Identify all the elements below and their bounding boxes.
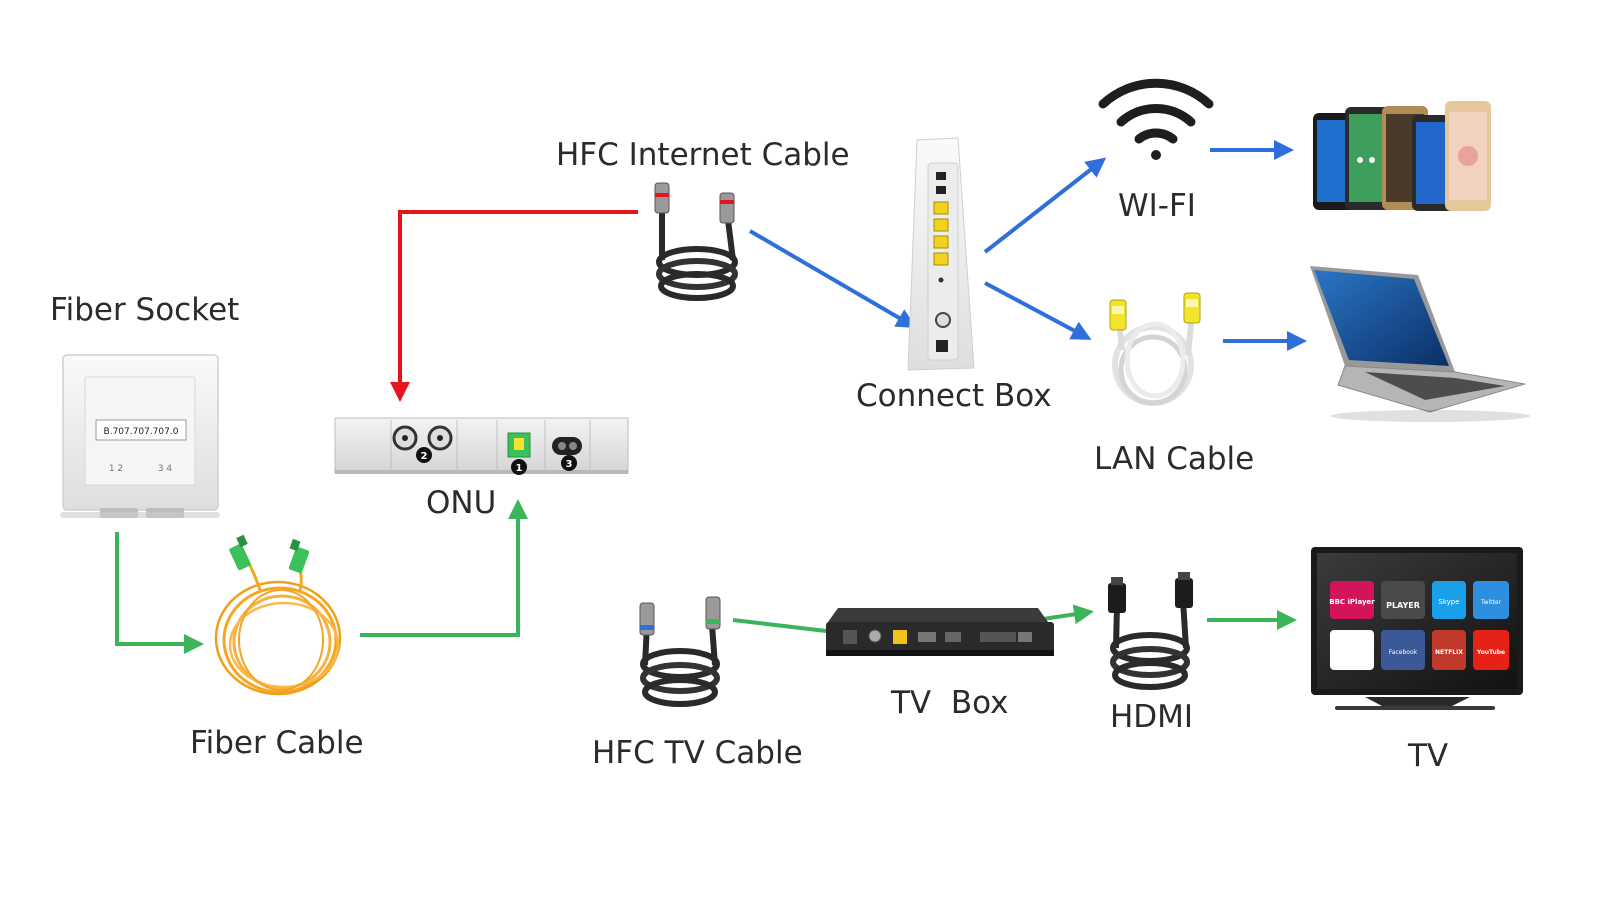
tv-app-facebook bbox=[1381, 630, 1425, 670]
onu-port-3-label: 3 bbox=[566, 459, 573, 470]
socket-ports-right: 3 4 bbox=[158, 464, 173, 474]
tv-app-player bbox=[1381, 581, 1425, 619]
hfc-to-onu-arrow bbox=[390, 210, 638, 402]
connect-box-to-lan-arrow bbox=[984, 281, 1092, 340]
tv-app-youtube-label: YouTube bbox=[1476, 649, 1505, 656]
tv-app-bbc-ch4 bbox=[1330, 630, 1374, 670]
tv-box-label: TV Box bbox=[891, 685, 1009, 721]
fiber-cable-to-onu-arrow bbox=[360, 499, 528, 637]
connect-box-device bbox=[907, 137, 975, 371]
fiber-cable-label: Fiber Cable bbox=[190, 725, 364, 761]
tv-app-twitter bbox=[1473, 581, 1509, 619]
hfc-to-connect-box-arrow bbox=[748, 229, 917, 329]
onu-label: ONU bbox=[426, 485, 497, 521]
fiber-socket-label: Fiber Socket bbox=[50, 292, 240, 328]
tv-app-netflix-label: NETFLIX bbox=[1435, 649, 1463, 656]
onu-device: 2 1 3 bbox=[334, 417, 629, 475]
smartphones-image bbox=[1313, 101, 1491, 211]
fiber-cable-device bbox=[214, 534, 342, 696]
tv-device: BBC iPlayer PLAYER Skype Twitter Faceboo… bbox=[1311, 547, 1523, 710]
onu-port-1-label: 1 bbox=[516, 463, 523, 474]
connect-box-label: Connect Box bbox=[856, 378, 1052, 414]
onu-port-2-label: 2 bbox=[421, 451, 428, 462]
hdmi-label: HDMI bbox=[1110, 699, 1194, 735]
socket-to-fiber-cable-arrow bbox=[115, 532, 204, 654]
tv-app-youtube bbox=[1473, 630, 1509, 670]
tv-label: TV bbox=[1408, 738, 1449, 774]
laptop-image bbox=[1310, 266, 1530, 422]
tv-app-skype-label: Skype bbox=[1438, 598, 1459, 606]
lan-cable-device bbox=[1109, 292, 1201, 406]
connect-box-to-wifi-arrow bbox=[983, 157, 1107, 254]
tv-box-device bbox=[826, 608, 1054, 656]
tv-app-bbc-iplayer bbox=[1330, 581, 1374, 619]
hfc-tv-cable-label: HFC TV Cable bbox=[592, 735, 803, 771]
tv-app-netflix bbox=[1432, 630, 1466, 670]
wifi-label: WI-FI bbox=[1118, 188, 1196, 224]
hfc-internet-cable-device bbox=[654, 182, 738, 301]
tv-app-twitter-label: Twitter bbox=[1480, 599, 1502, 606]
socket-ports-left: 1 2 bbox=[109, 464, 123, 474]
lan-cable-label: LAN Cable bbox=[1094, 441, 1255, 477]
hdmi-cable-device bbox=[1108, 572, 1193, 690]
hfc-tv-cable-device bbox=[639, 596, 721, 707]
tv-app-player-label: PLAYER bbox=[1386, 601, 1420, 610]
tv-app-facebook-label: Facebook bbox=[1389, 649, 1418, 656]
tv-app-bbc-label: BBC iPlayer bbox=[1329, 598, 1375, 606]
hfc-internet-cable-label: HFC Internet Cable bbox=[556, 137, 850, 173]
socket-code: B.707.707.707.0 bbox=[104, 427, 179, 437]
fiber-socket-device: B.707.707.707.0 1 2 3 4 bbox=[60, 354, 220, 518]
tv-app-skype bbox=[1432, 581, 1466, 619]
wifi-icon bbox=[1098, 78, 1214, 160]
